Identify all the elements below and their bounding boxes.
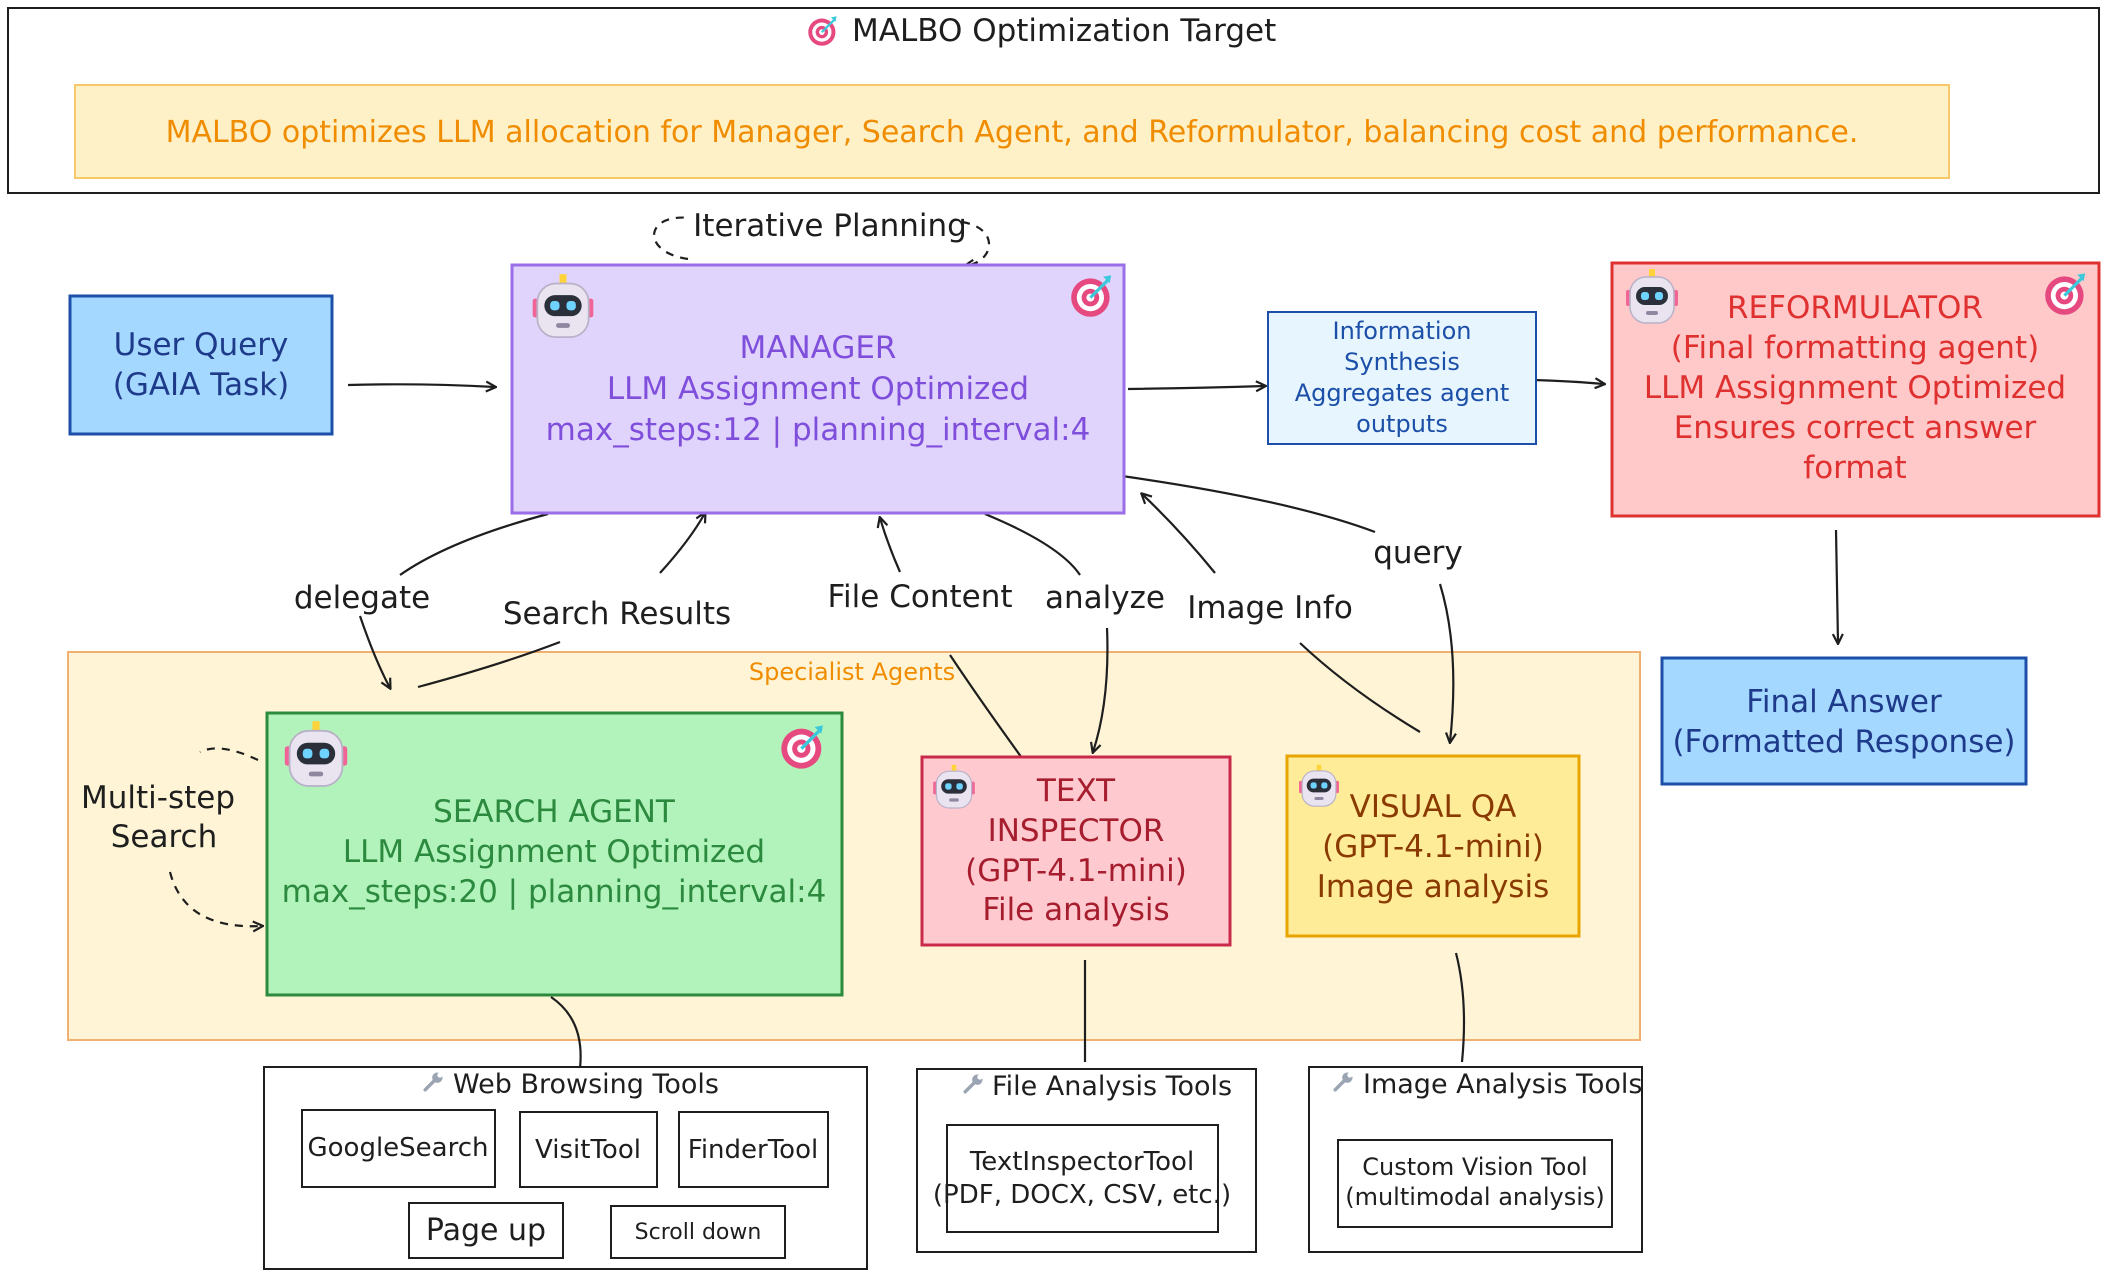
info-line-1: Information — [1333, 317, 1472, 345]
edge-image-info-top — [1142, 494, 1216, 574]
edge-image-info-bottom — [1299, 642, 1421, 733]
tool-textinspector — [946, 1124, 1219, 1233]
final-answer-line-2: (Formatted Response) — [1672, 724, 2015, 760]
search-agent-node — [265, 711, 844, 997]
edge-reformulator-to-final — [1836, 529, 1838, 643]
final-answer-node — [1660, 656, 2028, 786]
tool-scroll-down — [610, 1205, 786, 1259]
tool-findertool — [678, 1111, 829, 1188]
label-multi-step-1: Multi-step — [81, 780, 235, 816]
text-inspector-line-4: File analysis — [982, 892, 1169, 928]
edge-file-content-bottom — [949, 654, 1023, 759]
tool-findertool-label: FinderTool — [688, 1135, 818, 1165]
tool-googlesearch — [301, 1109, 496, 1188]
edge-analyze-top — [984, 512, 1081, 576]
edge-info-to-reformulator — [1532, 380, 1604, 384]
edge-file-content-top — [880, 518, 902, 573]
reformulator-line-4: Ensures correct answer — [1674, 410, 2037, 446]
file-tools-title: File Analysis Tools — [992, 1071, 1232, 1102]
visual-qa-line-3: Image analysis — [1317, 869, 1549, 905]
edge-delegate-top — [399, 512, 549, 576]
visual-qa-line-1: VISUAL QA — [1350, 789, 1517, 825]
text-inspector-line-3: (GPT-4.1-mini) — [965, 853, 1187, 889]
reformulator-line-2: (Final formatting agent) — [1671, 330, 2039, 366]
final-answer-line-1: Final Answer — [1746, 684, 1942, 720]
tool-page-up — [408, 1202, 564, 1259]
edge-delegate-bottom — [358, 615, 390, 688]
search-agent-line-2: LLM Assignment Optimized — [343, 834, 765, 870]
edge-query-top — [1121, 474, 1376, 534]
label-search-results: Search Results — [503, 596, 731, 632]
tool-custom-vision-line-1: Custom Vision Tool — [1362, 1153, 1587, 1181]
edge-user-to-manager — [347, 384, 495, 387]
label-query: query — [1373, 535, 1463, 571]
tool-textinspector-line-1: TextInspectorTool — [969, 1147, 1194, 1177]
info-line-3: Aggregates agent — [1295, 379, 1510, 407]
user-query-line-2: (GAIA Task) — [113, 367, 290, 403]
label-image-info: Image Info — [1187, 590, 1353, 626]
iterative-planning-loop-left — [653, 216, 691, 261]
visual-qa-line-2: (GPT-4.1-mini) — [1322, 829, 1544, 865]
information-synthesis-node — [1267, 311, 1537, 445]
label-iterative-planning: Iterative Planning — [693, 208, 967, 244]
optimization-banner — [74, 84, 1950, 179]
banner-text: MALBO optimizes LLM allocation for Manag… — [166, 115, 1859, 150]
manager-line-2: LLM Assignment Optimized — [607, 371, 1029, 407]
reformulator-title: REFORMULATOR — [1727, 290, 1983, 326]
reformulator-line-3: LLM Assignment Optimized — [1644, 370, 2066, 406]
info-line-2: Synthesis — [1344, 348, 1460, 376]
search-agent-title: SEARCH AGENT — [433, 794, 676, 830]
tool-custom-vision-line-2: (multimodal analysis) — [1345, 1183, 1605, 1211]
search-agent-line-3: max_steps:20 | planning_interval:4 — [282, 874, 827, 910]
tool-visittool — [519, 1111, 658, 1188]
header-title: MALBO Optimization Target — [852, 13, 1276, 49]
reformulator-node — [1610, 261, 2101, 518]
tool-visittool-label: VisitTool — [535, 1135, 641, 1165]
info-line-4: outputs — [1356, 410, 1448, 438]
connector-search-to-web-tools — [550, 996, 582, 1069]
tool-textinspector-line-2: (PDF, DOCX, CSV, etc.) — [933, 1180, 1231, 1210]
web-tools-title: Web Browsing Tools — [453, 1069, 719, 1100]
tool-custom-vision — [1337, 1139, 1613, 1228]
edge-manager-to-info — [1127, 386, 1265, 389]
text-inspector-line-1: TEXT — [1036, 773, 1116, 809]
connector-visual-to-image-tools — [1454, 952, 1466, 1063]
edge-search-results-top — [659, 513, 705, 574]
tool-scroll-down-label: Scroll down — [635, 1220, 762, 1245]
label-file-content: File Content — [827, 579, 1012, 615]
label-analyze: analyze — [1045, 580, 1165, 616]
manager-title: MANAGER — [740, 330, 897, 366]
edge-search-results-bottom — [417, 640, 561, 689]
specialist-agents-label: Specialist Agents — [749, 658, 955, 686]
manager-node — [510, 263, 1126, 515]
edge-query-bottom — [1438, 583, 1453, 742]
image-tools-title: Image Analysis Tools — [1363, 1069, 1642, 1100]
manager-line-3: max_steps:12 | planning_interval:4 — [546, 412, 1091, 448]
edge-analyze-bottom — [1093, 627, 1109, 752]
reformulator-line-5: format — [1803, 450, 1906, 486]
text-inspector-line-2: INSPECTOR — [988, 813, 1165, 849]
tool-page-up-label: Page up — [426, 1213, 546, 1248]
tool-googlesearch-label: GoogleSearch — [307, 1133, 488, 1163]
user-query-line-1: User Query — [114, 327, 289, 363]
label-delegate: delegate — [294, 580, 430, 616]
label-multi-step-2: Search — [111, 819, 218, 855]
user-query-node — [68, 294, 334, 436]
multi-step-loop-top — [199, 747, 259, 761]
